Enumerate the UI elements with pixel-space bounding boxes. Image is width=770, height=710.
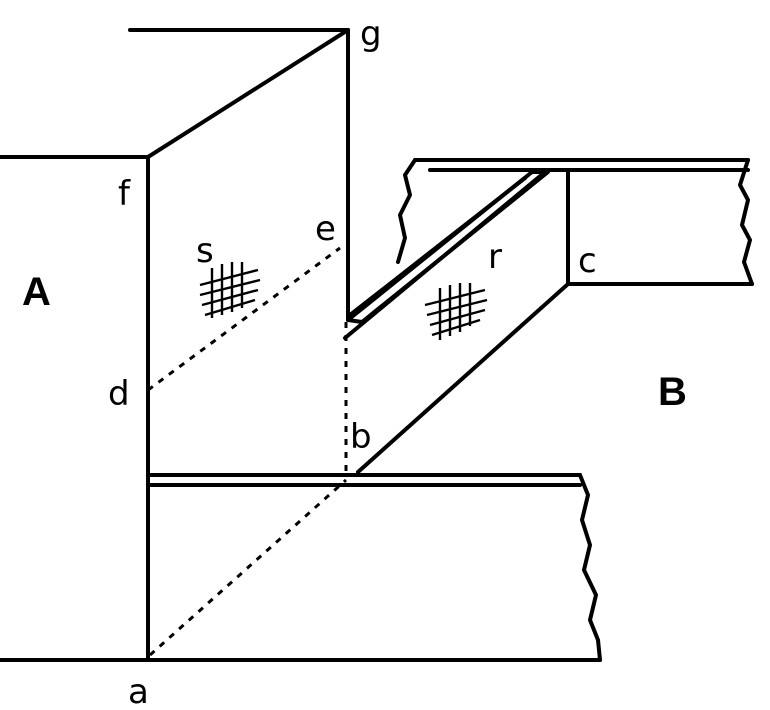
label-d: d <box>108 374 130 414</box>
hidden-lines <box>147 246 348 657</box>
label-c: c <box>578 241 597 281</box>
plane-s <box>128 28 350 322</box>
block-b <box>343 158 754 474</box>
label-B: B <box>658 370 687 414</box>
label-b: b <box>350 417 372 457</box>
label-g: g <box>360 14 382 54</box>
lower-slab <box>146 473 602 662</box>
hatch-s <box>199 262 261 318</box>
label-a: a <box>128 672 149 710</box>
label-s: s <box>196 231 214 271</box>
hatch-r <box>424 283 488 340</box>
label-f: f <box>118 174 131 214</box>
label-r: r <box>488 237 502 277</box>
label-A: A <box>22 270 51 314</box>
label-e: e <box>315 209 336 249</box>
